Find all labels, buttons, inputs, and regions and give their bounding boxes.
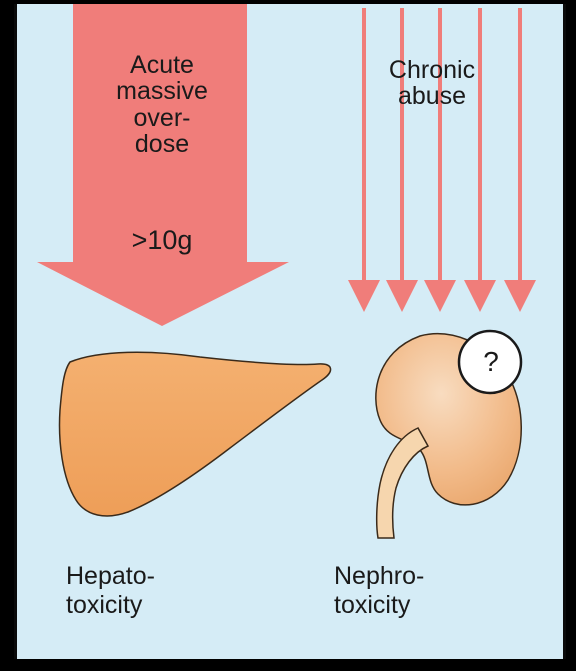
nephrotoxicity-label: Nephro- toxicity [334, 562, 424, 620]
small-arrow-icon [386, 8, 418, 312]
acute-overdose-label: Acute massive over- dose [62, 52, 262, 157]
small-arrow-icon [504, 8, 536, 312]
ureter-icon [377, 428, 428, 538]
chronic-arrows [348, 8, 536, 312]
small-arrow-icon [424, 8, 456, 312]
chronic-abuse-label: Chronic abuse [352, 57, 512, 110]
hepatotoxicity-label: Hepato- toxicity [66, 562, 155, 620]
small-arrow-icon [464, 8, 496, 312]
liver-icon [60, 352, 331, 516]
small-arrow-icon [348, 8, 380, 312]
acute-dose-label: >10g [62, 226, 262, 254]
question-mark: ? [460, 331, 522, 393]
